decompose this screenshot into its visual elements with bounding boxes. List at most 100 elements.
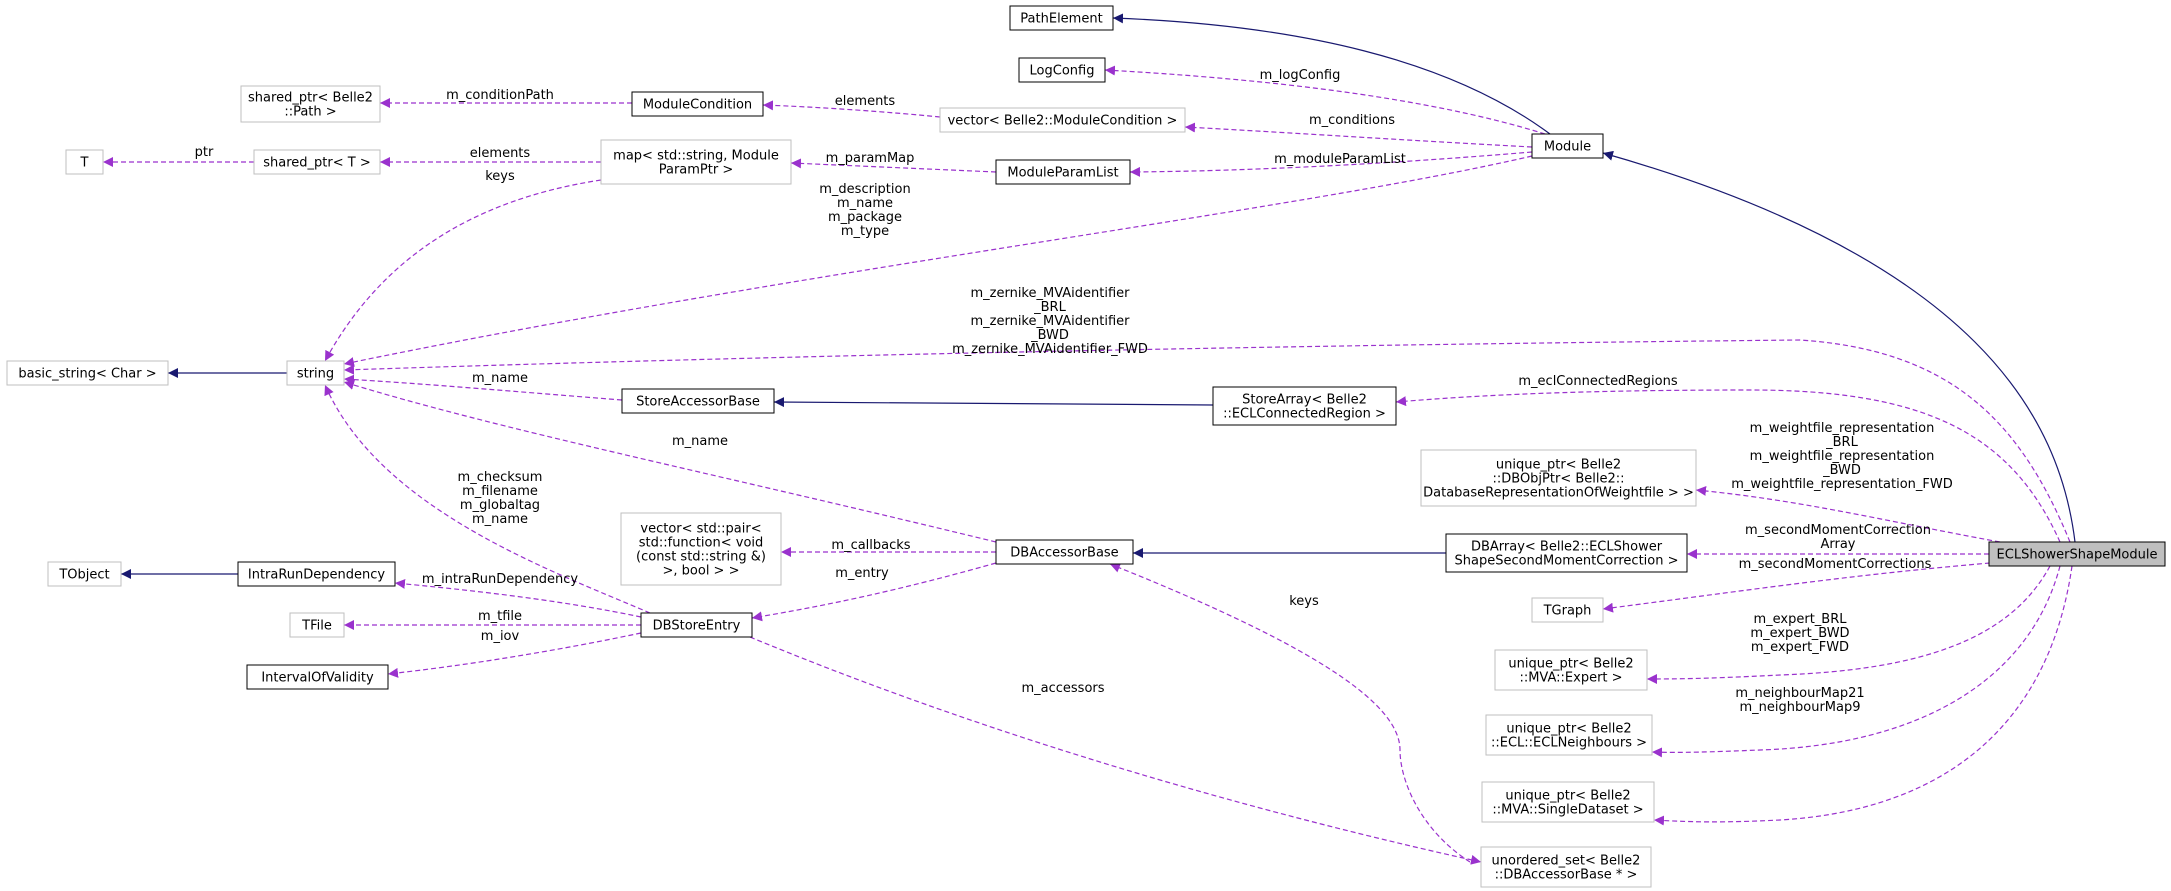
node-label-line: basic_string< Char > [18, 367, 156, 382]
edge-label-line: m_neighbourMap21 [1735, 686, 1864, 701]
class-node-string[interactable]: string [286, 360, 345, 386]
class-node-shared-ptr-t[interactable]: shared_ptr< T > [253, 149, 381, 175]
class-node-unique-ptr-neighbours[interactable]: unique_ptr< Belle2::ECL::ECLNeighbours > [1485, 714, 1653, 756]
node-label-line: unique_ptr< Belle2 [1496, 458, 1621, 473]
node-box [600, 139, 792, 185]
node-label-line: vector< std::pair< [640, 522, 761, 537]
edge-label-line: m_zernike_MVAidentifier [970, 314, 1130, 329]
node-label: ECLShowerShapeModule [1997, 548, 2158, 563]
class-node-module[interactable]: Module [1531, 133, 1604, 159]
node-box [6, 360, 169, 386]
edge-label-line: _BWD [1030, 328, 1069, 343]
class-node-log-config[interactable]: LogConfig [1018, 57, 1106, 83]
edge-label-m-ecl-connected-regions: m_eclConnectedRegions [1518, 374, 1677, 389]
node-label: shared_ptr< Belle2::Path > [248, 91, 373, 120]
node-label-line: ModuleParamList [1007, 166, 1118, 181]
node-box [1531, 597, 1604, 623]
node-label-line: unordered_set< Belle2 [1492, 854, 1641, 869]
node-box [631, 91, 764, 117]
node-label-line: unique_ptr< Belle2 [1506, 722, 1631, 737]
node-label: basic_string< Char > [18, 367, 156, 382]
node-label-line: ::ECLConnectedRegion > [1223, 407, 1386, 422]
node-label-line: ECLShowerShapeModule [1997, 548, 2158, 563]
node-box [1494, 649, 1648, 691]
node-label-line: map< std::string, Module [613, 149, 779, 164]
node-label: shared_ptr< T > [263, 156, 370, 171]
node-label: DBAccessorBase [1010, 546, 1118, 561]
class-node-db-store-entry[interactable]: DBStoreEntry [640, 612, 753, 638]
class-node-unordered-set[interactable]: unordered_set< Belle2::DBAccessorBase * … [1480, 846, 1652, 888]
edge-label-m-log-config: m_logConfig [1260, 68, 1341, 83]
node-label: vector< std::pair<std::function< void(co… [636, 522, 766, 579]
class-node-ecl-shower-shape-module[interactable]: ECLShowerShapeModule [1988, 541, 2166, 567]
edge-member-name-db [343, 380, 997, 543]
class-node-unique-ptr-dbobj[interactable]: unique_ptr< Belle2::DBObjPtr< Belle2::Da… [1420, 449, 1697, 507]
edge-label-line: keys [1289, 594, 1319, 609]
edge-label-line: m_name [837, 196, 893, 211]
edge-label-line: m_zernike_MVAidentifier [970, 286, 1130, 301]
node-box [1480, 846, 1652, 888]
class-node-db-accessor-base[interactable]: DBAccessorBase [995, 539, 1134, 565]
edge-member-accessors [749, 636, 1482, 865]
node-box [1485, 714, 1653, 756]
class-node-unique-ptr-dataset[interactable]: unique_ptr< Belle2::MVA::SingleDataset > [1481, 781, 1655, 823]
class-node-vector-pair[interactable]: vector< std::pair<std::function< void(co… [620, 512, 782, 586]
class-node-tobject[interactable]: TObject [47, 561, 122, 587]
node-label-line: TObject [58, 568, 109, 583]
class-node-shared-ptr-path[interactable]: shared_ptr< Belle2::Path > [240, 85, 381, 123]
class-node-interval-of-validity[interactable]: IntervalOfValidity [246, 664, 389, 690]
class-node-store-accessor-base[interactable]: StoreAccessorBase [621, 388, 775, 414]
edge-label-m-entry: m_entry [835, 566, 889, 581]
node-label: IntraRunDependency [248, 568, 386, 583]
class-node-t[interactable]: T [65, 149, 104, 175]
edge-member-ecl-connected-regions [1395, 389, 2061, 543]
edge-member-weightfile [1695, 485, 2001, 543]
class-node-intra-run-dependency[interactable]: IntraRunDependency [237, 561, 396, 587]
node-label-line: (const std::string &) [636, 550, 766, 565]
node-box [1009, 5, 1114, 31]
node-label: DBStoreEntry [653, 619, 741, 634]
edge-label-line: m_secondMomentCorrection [1745, 523, 1931, 538]
class-node-tfile[interactable]: TFile [289, 612, 345, 638]
class-node-module-condition[interactable]: ModuleCondition [631, 91, 764, 117]
class-node-unique-ptr-expert[interactable]: unique_ptr< Belle2::MVA::Expert > [1494, 649, 1648, 691]
class-node-path-element[interactable]: PathElement [1009, 5, 1114, 31]
class-node-vector-module-condition[interactable]: vector< Belle2::ModuleCondition > [939, 107, 1186, 133]
edge-label-line: m_tfile [478, 609, 522, 624]
edge-label-line: keys [485, 169, 515, 184]
node-label: IntervalOfValidity [261, 671, 374, 686]
node-label-line: DBAccessorBase [1010, 546, 1118, 561]
edge-label-line: m_globaltag [460, 498, 540, 513]
edge-label-m-iov: m_iov [481, 629, 520, 644]
node-label: TFile [301, 619, 332, 634]
edge-label-line: m_callbacks [831, 538, 910, 553]
node-label-line: ShapeSecondMomentCorrection > [1455, 554, 1679, 569]
edge-label-m-tfile: m_tfile [478, 609, 522, 624]
class-node-tgraph[interactable]: TGraph [1531, 597, 1604, 623]
edge-label-second-moment-corrections: m_secondMomentCorrections [1739, 557, 1932, 572]
edge-label-m-conditions: m_conditions [1309, 113, 1395, 128]
node-label-line: ParamPtr > [659, 163, 734, 178]
node-label: unordered_set< Belle2::DBAccessorBase * … [1492, 854, 1641, 883]
node-box [640, 612, 753, 638]
node-label-line: StoreAccessorBase [636, 395, 760, 410]
class-node-basic-string[interactable]: basic_string< Char > [6, 360, 169, 386]
node-box [621, 388, 775, 414]
node-label: vector< Belle2::ModuleCondition > [948, 114, 1178, 129]
edge-label-line: m_description [819, 182, 910, 197]
edge-label-line: m_weightfile_representation [1750, 449, 1935, 464]
node-label: StoreArray< Belle2::ECLConnectedRegion > [1223, 393, 1386, 422]
edge-member-module-strings [343, 155, 1533, 367]
node-label-line: >, bool > > [663, 564, 740, 579]
edge-label-line: m_moduleParamList [1274, 152, 1406, 167]
class-node-store-array[interactable]: StoreArray< Belle2::ECLConnectedRegion > [1212, 386, 1397, 426]
edge-member-iov [387, 632, 642, 678]
class-node-module-param-list[interactable]: ModuleParamList [995, 159, 1131, 185]
